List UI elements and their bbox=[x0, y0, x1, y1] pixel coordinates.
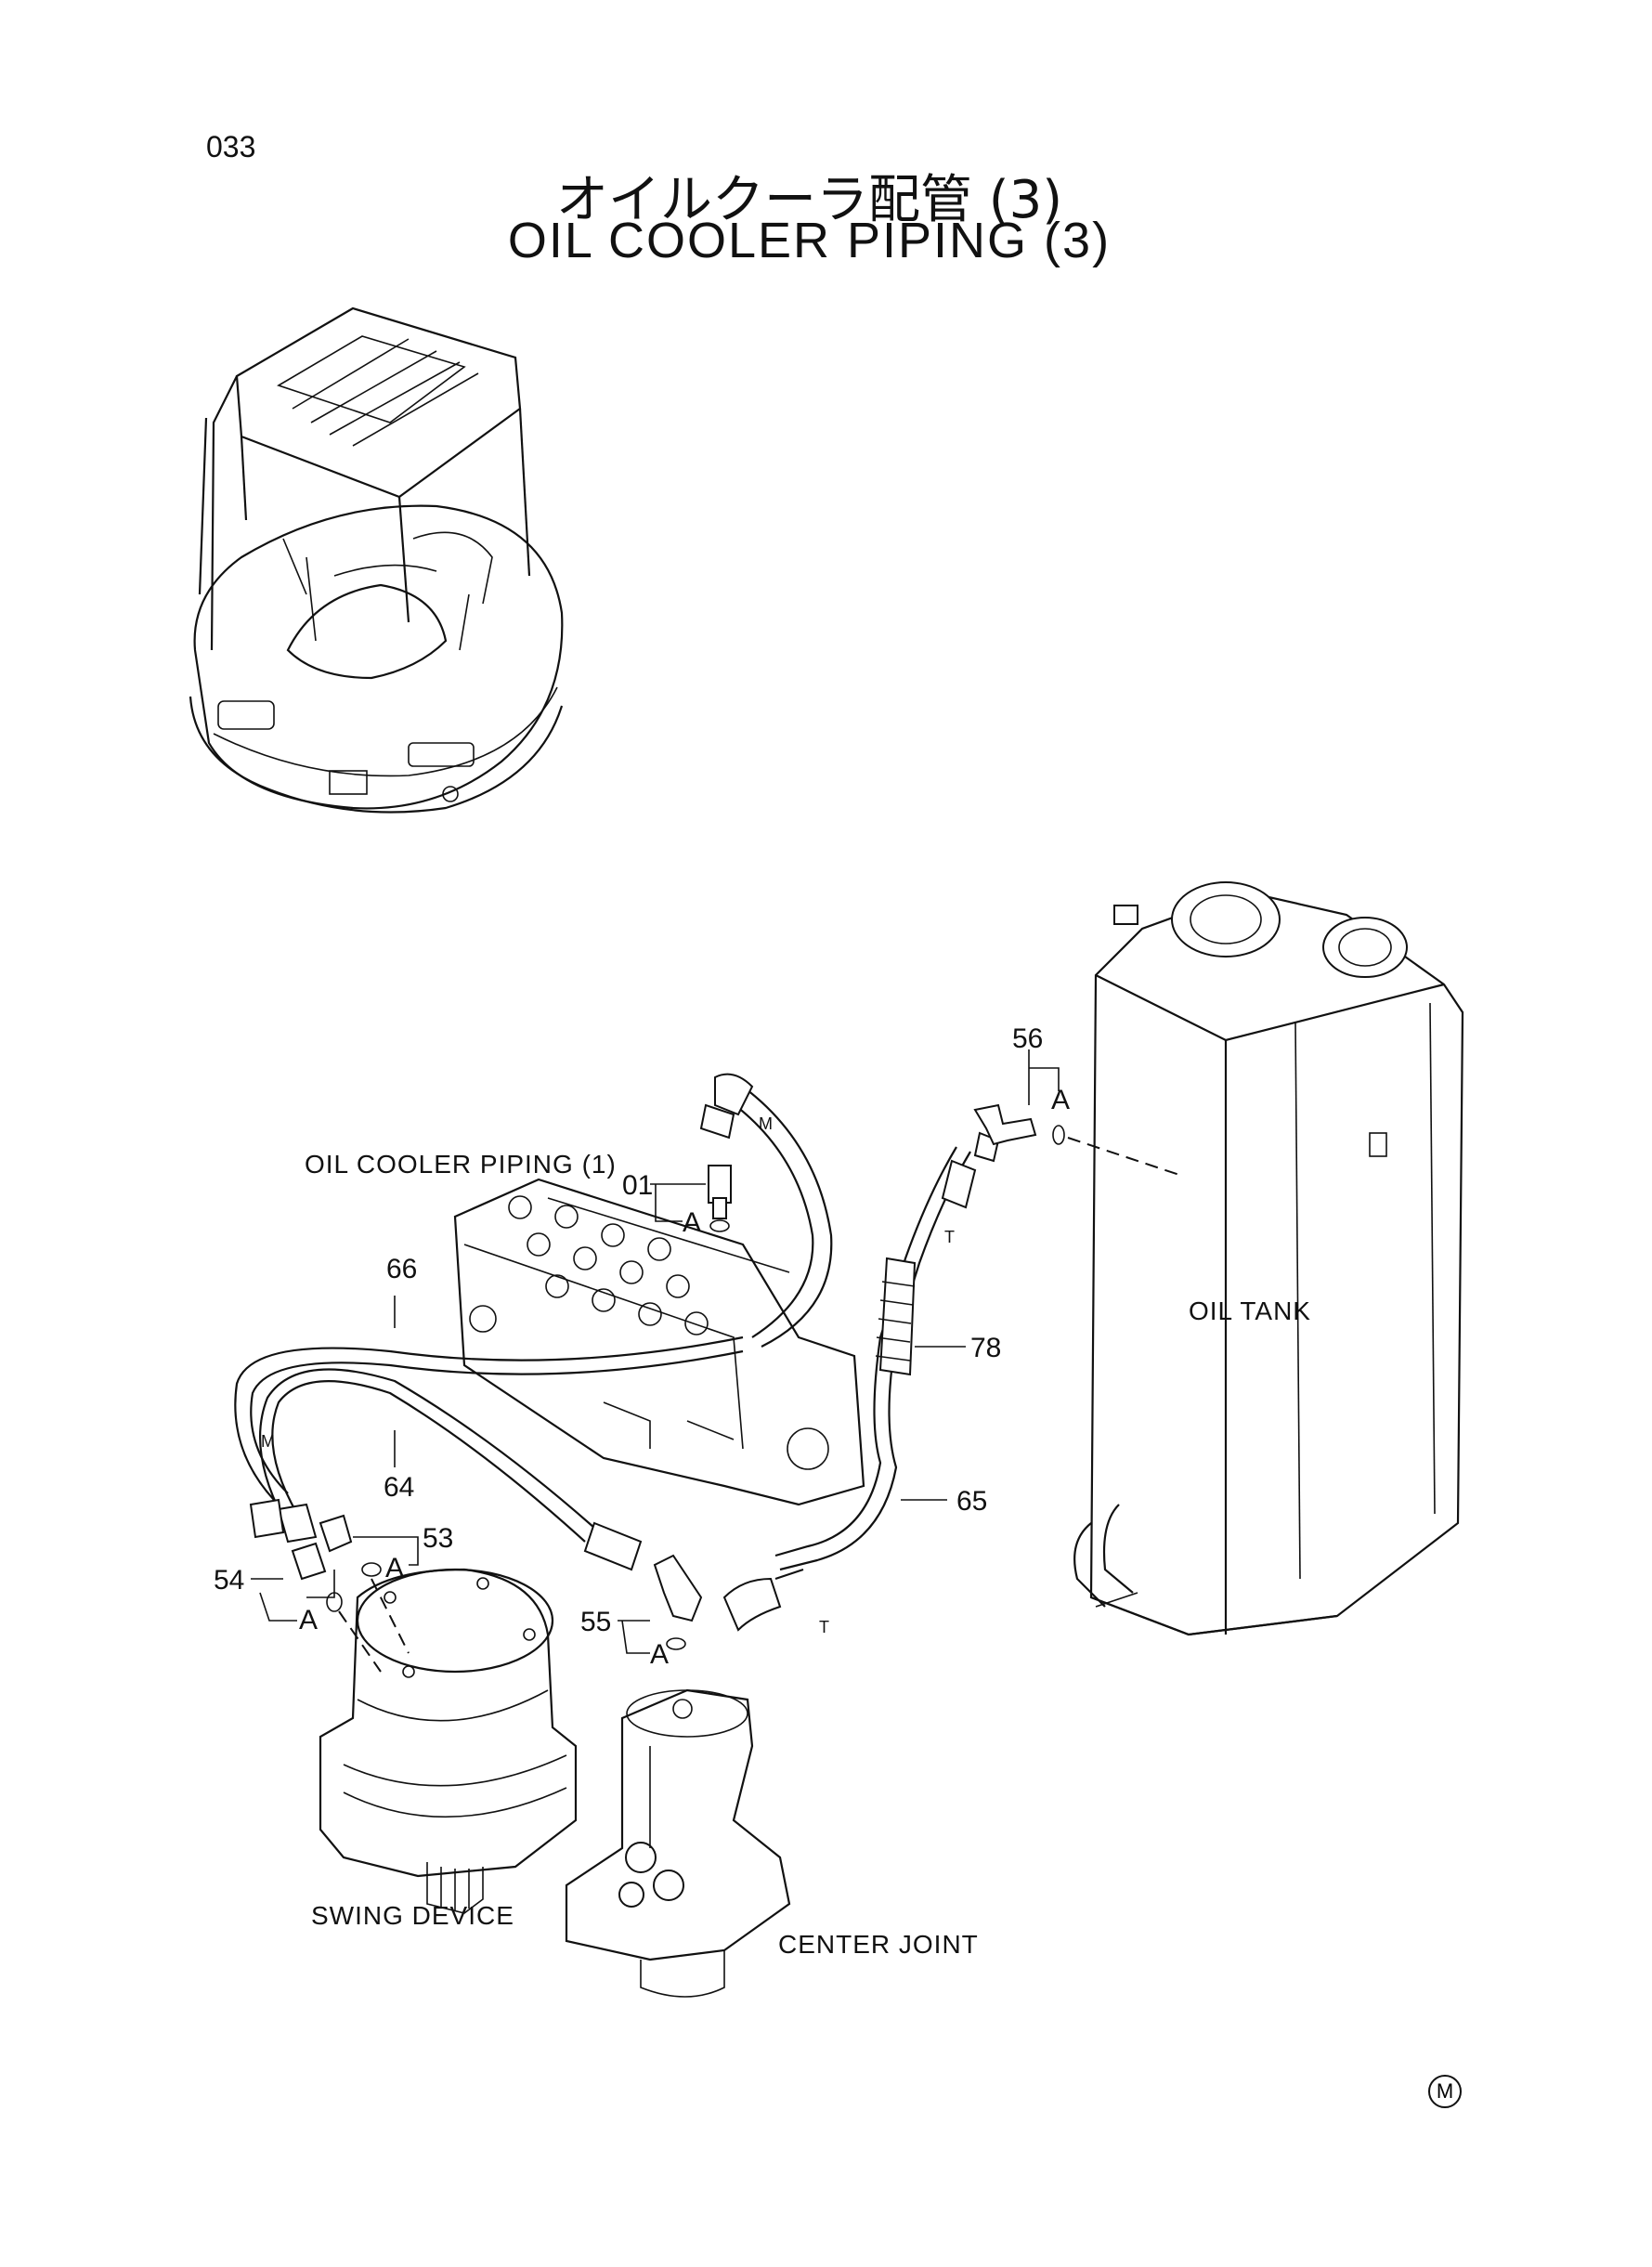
hose-upper-m-drawing bbox=[699, 1073, 833, 1348]
fittings-53-54-drawing bbox=[291, 1514, 410, 1673]
part-number-78: 78 bbox=[970, 1333, 1002, 1363]
part-number-54: 54 bbox=[214, 1565, 245, 1596]
elbow-55-drawing bbox=[653, 1554, 703, 1650]
part-number-66: 66 bbox=[386, 1254, 418, 1284]
label-oil-cooler-piping-1: OIL COOLER PIPING (1) bbox=[305, 1150, 617, 1179]
control-valve-drawing bbox=[453, 1178, 865, 1506]
part-number-01: 01 bbox=[622, 1170, 654, 1201]
leader-lines bbox=[251, 1049, 1060, 1654]
part-number-53: 53 bbox=[423, 1523, 454, 1554]
tee-fitting-56-drawing bbox=[973, 1103, 1180, 1176]
page-number: 033 bbox=[206, 130, 256, 163]
label-center-joint: CENTER JOINT bbox=[778, 1930, 979, 1959]
swing-device-drawing bbox=[319, 1568, 578, 1914]
hose-64-drawing bbox=[249, 1368, 643, 1571]
part-number-65: 65 bbox=[956, 1486, 988, 1517]
hose-mark-t-upper: T bbox=[944, 1228, 955, 1246]
detail-mark-a-54: A bbox=[299, 1605, 319, 1635]
corner-circled-mark: M bbox=[1428, 2075, 1462, 2108]
hose-78-65-drawing bbox=[722, 1131, 1000, 1632]
part-number-55: 55 bbox=[580, 1607, 612, 1637]
detail-mark-a-53: A bbox=[385, 1553, 405, 1583]
excavator-overview-illustration bbox=[189, 306, 564, 814]
page-title-english: OIL COOLER PIPING (3) bbox=[507, 213, 1112, 268]
label-swing-device: SWING DEVICE bbox=[311, 1901, 514, 1930]
part-number-56: 56 bbox=[1012, 1023, 1044, 1054]
detail-mark-a-01: A bbox=[683, 1207, 702, 1238]
center-joint-drawing bbox=[565, 1688, 791, 1998]
detail-mark-a-55: A bbox=[650, 1639, 670, 1670]
hose-mark-t-lower: T bbox=[819, 1618, 829, 1636]
detail-mark-a-56: A bbox=[1051, 1085, 1071, 1115]
hose-mark-m-lower: M bbox=[261, 1432, 275, 1451]
label-oil-tank: OIL TANK bbox=[1189, 1296, 1311, 1325]
page-title-japanese: オイルクーラ配管 (3) bbox=[555, 170, 1063, 230]
oil-tank-drawing bbox=[1073, 881, 1464, 1636]
part-number-64: 64 bbox=[384, 1472, 415, 1503]
hose-66-drawing bbox=[234, 1335, 744, 1501]
hose-mark-m-upper: M bbox=[759, 1114, 773, 1133]
fitting-01-drawing bbox=[708, 1165, 732, 1232]
